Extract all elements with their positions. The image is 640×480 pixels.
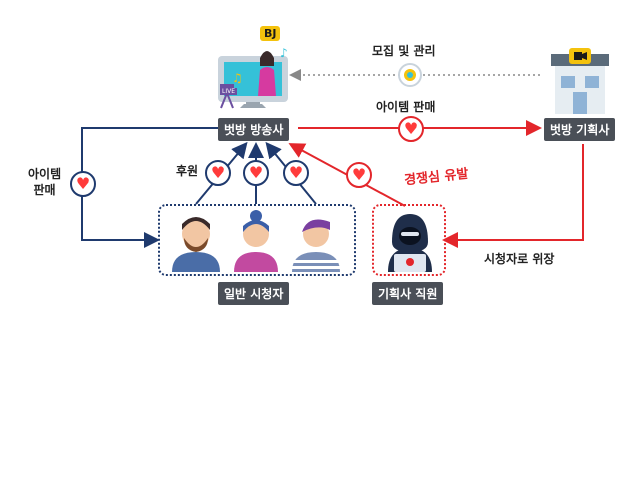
live-tag: LIVE — [220, 88, 238, 95]
bj-tag: BJ — [260, 26, 281, 41]
recruit-icon — [398, 63, 422, 87]
recruit-label: 모집 및 관리 — [372, 44, 436, 58]
item-sale-top-label: 아이템 판매 — [376, 100, 436, 114]
viewer-avatar-3 — [288, 208, 344, 272]
item-sale-heart-icon: ♥ — [398, 116, 424, 142]
viewers-group — [158, 204, 356, 276]
disguise-label: 시청자로 위장 — [484, 252, 555, 266]
staff-heart-icon: ♥ — [346, 162, 372, 188]
staff-label: 기획사 직원 — [372, 282, 444, 305]
hacker-icon — [382, 208, 438, 272]
donation-heart-icon-2: ♥ — [243, 160, 269, 186]
item-sale-left-heart-icon: ♥ — [70, 171, 96, 197]
broadcaster-illustration: ♪ ♫ — [212, 22, 302, 112]
donation-label: 후원 — [176, 164, 199, 178]
staff-group — [372, 204, 446, 276]
donation-heart-icon-1: ♥ — [205, 160, 231, 186]
agency-building-icon — [545, 42, 615, 117]
agency-label: 벗방 기획사 — [544, 118, 616, 141]
broadcaster-label: 벗방 방송사 — [218, 118, 290, 141]
viewers-label: 일반 시청자 — [218, 282, 290, 305]
monitor-icon: ♪ ♫ — [218, 46, 288, 109]
disguise-arrow — [442, 144, 584, 248]
viewer-avatar-2 — [228, 208, 284, 272]
viewer-avatar-1 — [168, 208, 224, 272]
svg-text:♪: ♪ — [280, 46, 288, 60]
donation-heart-icon-3: ♥ — [283, 160, 309, 186]
item-sale-left-label: 아이템 판매 — [28, 167, 62, 197]
svg-text:♫: ♫ — [232, 71, 243, 85]
